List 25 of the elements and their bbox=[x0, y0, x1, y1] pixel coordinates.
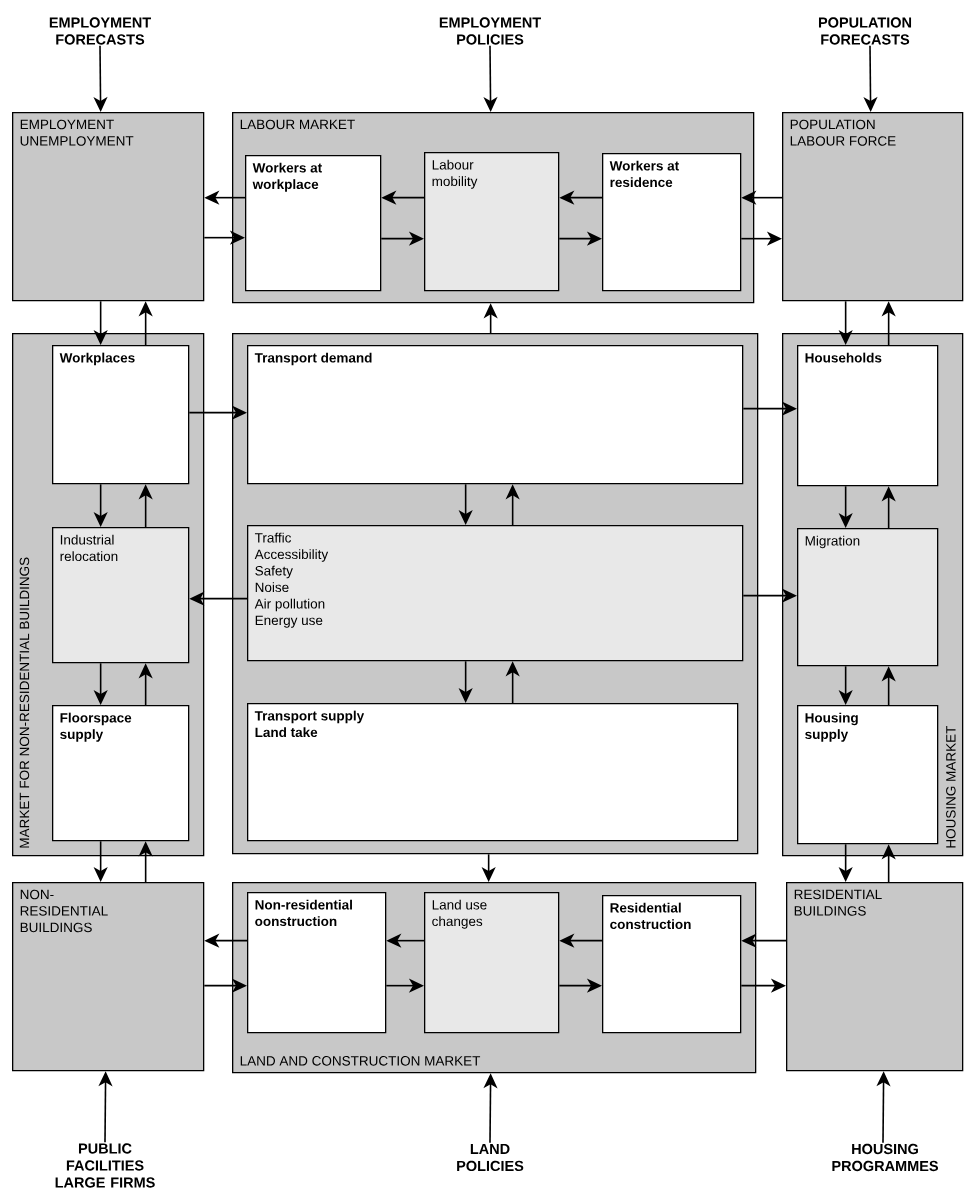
input-label: LAND POLICIES bbox=[457, 1143, 524, 1172]
input-label: POPULATION FORECASTS bbox=[819, 17, 912, 45]
process-box: Residential construction bbox=[602, 895, 742, 1034]
input-label: EMPLOYMENT POLICIES bbox=[439, 17, 541, 45]
process-box: Housing supply bbox=[797, 705, 939, 845]
input-label: EMPLOYMENT FORECASTS bbox=[49, 17, 151, 45]
panel-box: EMPLOYMENT UNEMPLOYMENT bbox=[12, 112, 205, 302]
process-box: Transport demand bbox=[247, 345, 744, 485]
process-box: Land use changes bbox=[424, 892, 560, 1034]
process-box: Migration bbox=[797, 528, 939, 667]
process-box: Workers at workplace bbox=[245, 155, 382, 292]
panel-box: NON-RESIDENTIAL BUILDINGS bbox=[12, 882, 205, 1072]
process-box: Traffic Accessibility Safety Noise Air pollution Energy use bbox=[247, 525, 744, 662]
input-label: PUBLIC FACILITIES LARGE FIRMS bbox=[55, 1143, 155, 1188]
panel-box: POPULATION LABOUR FORCE bbox=[782, 112, 964, 302]
process-box: Workers at residence bbox=[602, 153, 742, 292]
process-box: Non-residential oonstruction bbox=[247, 892, 387, 1034]
input-label: HOUSING PROGRAMMES bbox=[832, 1143, 938, 1172]
process-box: Industrial relocation bbox=[52, 527, 190, 664]
process-box: Labour mobility bbox=[424, 152, 560, 292]
process-box: Households bbox=[797, 345, 939, 487]
process-box: Transport supply Land take bbox=[247, 703, 739, 842]
process-box: Floorspace supply bbox=[52, 705, 190, 842]
process-box: Workplaces bbox=[52, 345, 190, 485]
panel-box: RESIDENTIAL BUILDINGS bbox=[786, 882, 964, 1072]
